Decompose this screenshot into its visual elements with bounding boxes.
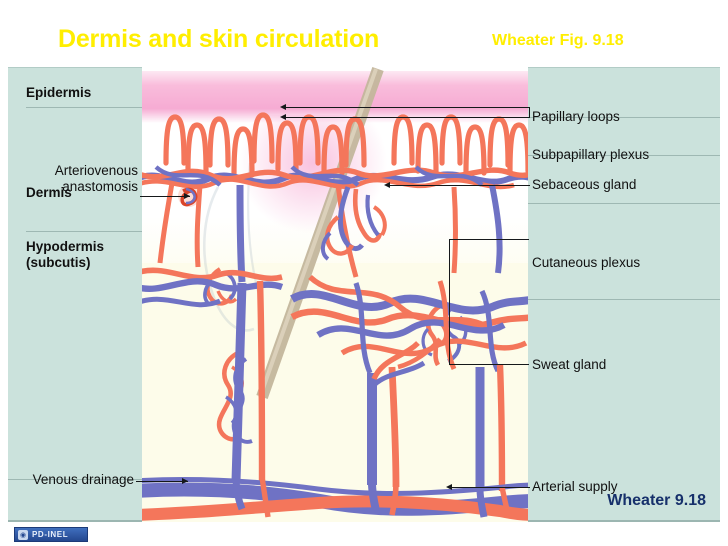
arrowhead-arteriovenous-anastomosis — [184, 193, 190, 199]
figure-container: Epidermis Dermis Arteriovenous anastomos… — [8, 67, 720, 522]
deep-horizontal-trunks — [142, 476, 528, 521]
leader-sebaceous-gland — [386, 185, 530, 186]
label-arteriovenous-anastomosis: Arteriovenous anastomosis — [54, 163, 138, 194]
label-arterial-supply: Arterial supply — [532, 479, 618, 494]
figure-citation-bottom: Wheater 9.18 — [607, 492, 706, 509]
label-sebaceous-gland: Sebaceous gland — [532, 177, 637, 192]
label-venous-drainage: Venous drainage — [32, 472, 134, 487]
leader-papillary-loops-lower — [282, 117, 530, 118]
figure-citation-top: Wheater Fig. 9.18 — [492, 32, 624, 49]
arrowhead-sebaceous-gland — [384, 182, 390, 188]
divider-right-cutaneous — [528, 299, 720, 300]
label-sweat-gland: Sweat gland — [532, 357, 607, 372]
page-title: Dermis and skin circulation — [58, 25, 380, 53]
disc-icon: ◉ — [18, 529, 28, 540]
cutaneous-plexus — [142, 267, 528, 375]
label-epidermis: Epidermis — [26, 85, 92, 100]
divider-right-papillary — [528, 117, 720, 118]
epidermis-layer — [142, 71, 528, 123]
subpapillary-plexus — [142, 165, 528, 190]
leader-papillary-loops-cap — [529, 107, 530, 118]
arrowhead-venous-drainage — [182, 478, 188, 484]
leader-venous-drainage — [136, 481, 188, 482]
skin-illustration — [142, 67, 528, 522]
watermark-badge[interactable]: ◉ PD-INEL — [14, 527, 88, 542]
label-cutaneous-plexus: Cutaneous plexus — [532, 255, 641, 270]
arrowhead-papillary-loops-upper — [280, 104, 286, 110]
label-hypodermis: Hypodermis (subcutis) — [26, 239, 105, 270]
leader-arteriovenous-anastomosis — [140, 196, 190, 197]
leader-papillary-loops-upper — [282, 107, 530, 108]
divider-right-sebaceous — [528, 203, 720, 204]
arrowhead-papillary-loops-lower — [280, 114, 286, 120]
divider-epidermis-dermis — [26, 107, 142, 108]
label-papillary-loops: Papillary loops — [532, 109, 620, 124]
arrowhead-arterial-supply — [446, 484, 452, 490]
leader-sweat-gland-top — [449, 239, 529, 240]
papillary-loops — [166, 115, 528, 175]
divider-hypodermis-bottom — [8, 479, 142, 480]
title-row: Dermis and skin circulation Wheater Fig.… — [0, 24, 728, 60]
watermark-label: PD-INEL — [32, 530, 69, 539]
leader-sweat-gland-bottom — [449, 364, 529, 365]
divider-right-subpapillary — [528, 155, 720, 156]
leader-sweat-gland-vertical — [449, 239, 450, 365]
sebaceous-gland — [321, 186, 387, 261]
deep-trunks — [231, 280, 506, 492]
label-dermis: Dermis — [26, 185, 72, 200]
divider-dermis-hypodermis — [26, 231, 142, 232]
leader-arterial-supply — [448, 487, 530, 488]
label-subpapillary-plexus: Subpapillary plexus — [532, 147, 650, 162]
vasculature-drawing — [142, 67, 528, 521]
